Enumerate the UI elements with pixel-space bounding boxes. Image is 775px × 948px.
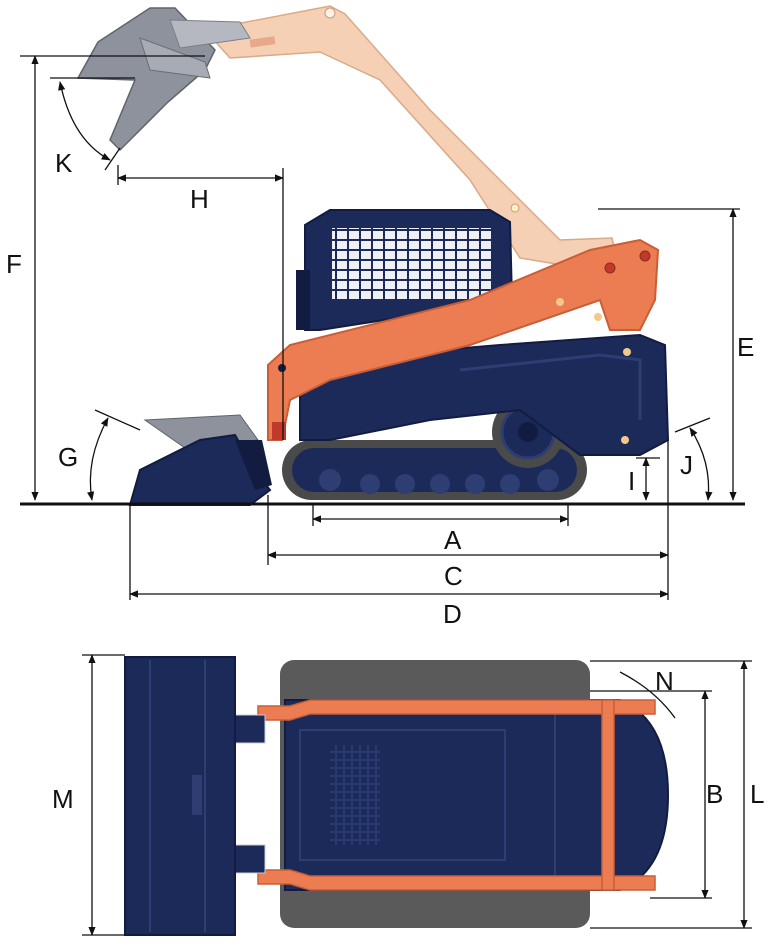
track (282, 396, 587, 500)
label-m: M (52, 784, 74, 814)
label-l: L (750, 779, 764, 809)
label-c: C (444, 561, 463, 591)
operator-cab (296, 209, 514, 331)
top-view (82, 654, 752, 936)
side-view (20, 5, 745, 600)
label-i: I (628, 466, 635, 496)
label-d: D (443, 599, 462, 629)
dimension-lines-side (20, 55, 740, 600)
raised-bucket (76, 7, 251, 152)
label-b: B (706, 779, 723, 809)
label-e: E (737, 332, 754, 362)
bucket-top (124, 656, 236, 936)
label-g: G (58, 442, 78, 472)
lowered-bucket (128, 414, 272, 506)
label-n: N (655, 666, 674, 696)
label-f: F (6, 249, 22, 279)
lift-arm-top (257, 699, 656, 891)
cab-window-grid (332, 228, 492, 300)
label-h: H (190, 184, 209, 214)
label-j: J (680, 450, 693, 480)
dimension-labels: A B C D E F G H I J K L M N (6, 148, 764, 814)
dimension-lines-top (82, 654, 752, 936)
label-a: A (444, 525, 462, 555)
label-k: K (55, 148, 73, 178)
